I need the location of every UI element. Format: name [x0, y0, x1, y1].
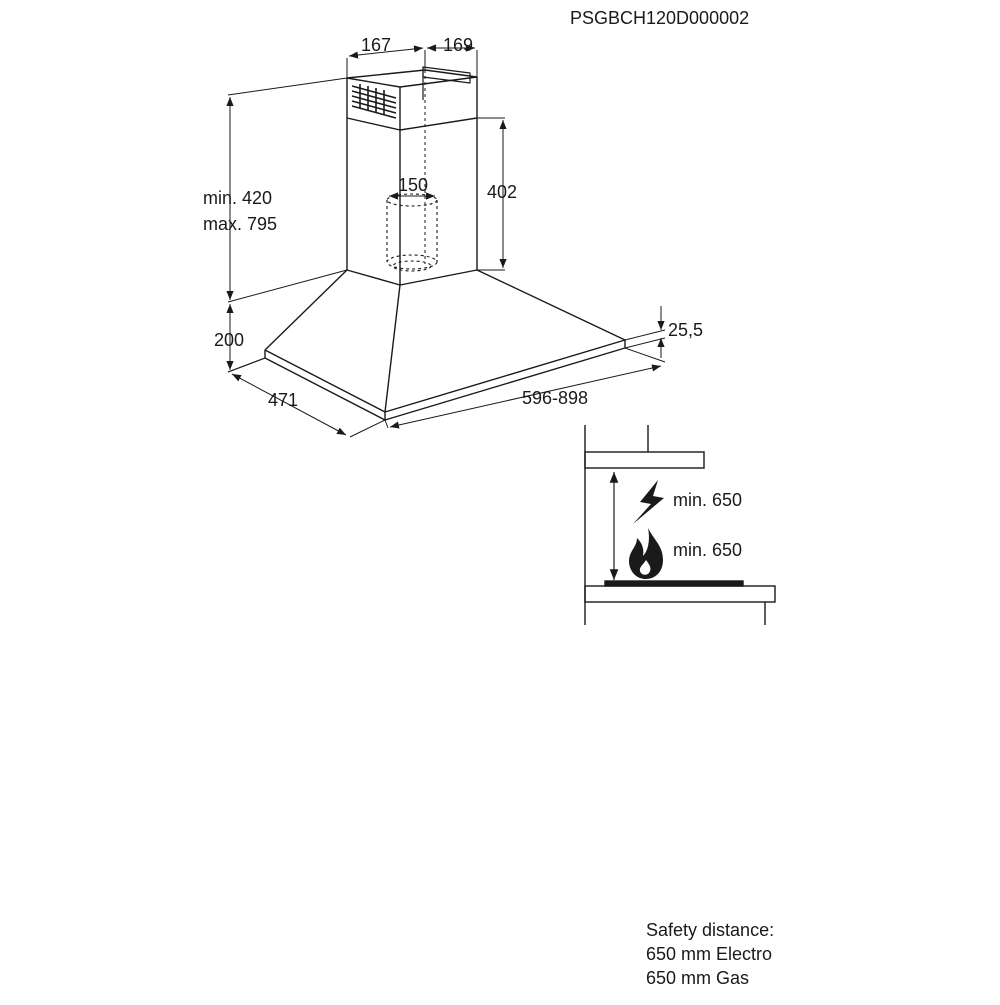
- hood-bottom-plate: [584, 451, 705, 469]
- dim-depth: 471: [268, 390, 298, 410]
- vent-grille: [351, 84, 397, 119]
- dim-width: 596-898: [522, 388, 588, 408]
- lightning-icon: [633, 480, 664, 524]
- hob-plate: [604, 580, 744, 587]
- dim-duct-width: 169: [443, 35, 473, 55]
- dim-duct-max: max. 795: [203, 214, 277, 234]
- flame-icon: [629, 528, 663, 579]
- safety-distance-note: Safety distance: 650 mm Electro 650 mm G…: [646, 918, 986, 990]
- outlet-pipe: [386, 193, 438, 272]
- clearance-detail: [584, 425, 776, 625]
- clearance-electric-label: min. 650: [673, 490, 742, 510]
- dim-duct-min: min. 420: [203, 188, 272, 208]
- dim-inner-duct: 402: [487, 182, 517, 202]
- drawing-code: PSGBCH120D000002: [570, 8, 749, 28]
- dim-duct-depth: 167: [361, 35, 391, 55]
- hob-worktop: [584, 585, 776, 603]
- dimension-lines: [226, 44, 666, 438]
- dim-canopy-thickness: 25,5: [668, 320, 703, 340]
- dim-outlet-diameter: 150: [398, 175, 428, 195]
- chimney-duct: [346, 69, 478, 285]
- range-hood: [264, 66, 626, 421]
- safety-note-title: Safety distance:: [646, 920, 775, 940]
- hood-canopy: [264, 269, 626, 421]
- clearance-gas-label: min. 650: [673, 540, 742, 560]
- duct-bracket: [422, 66, 471, 100]
- dim-canopy-height: 200: [214, 330, 244, 350]
- safety-note-gas: 650 mm Gas: [646, 968, 750, 988]
- safety-note-electro: 650 mm Electro: [646, 944, 773, 964]
